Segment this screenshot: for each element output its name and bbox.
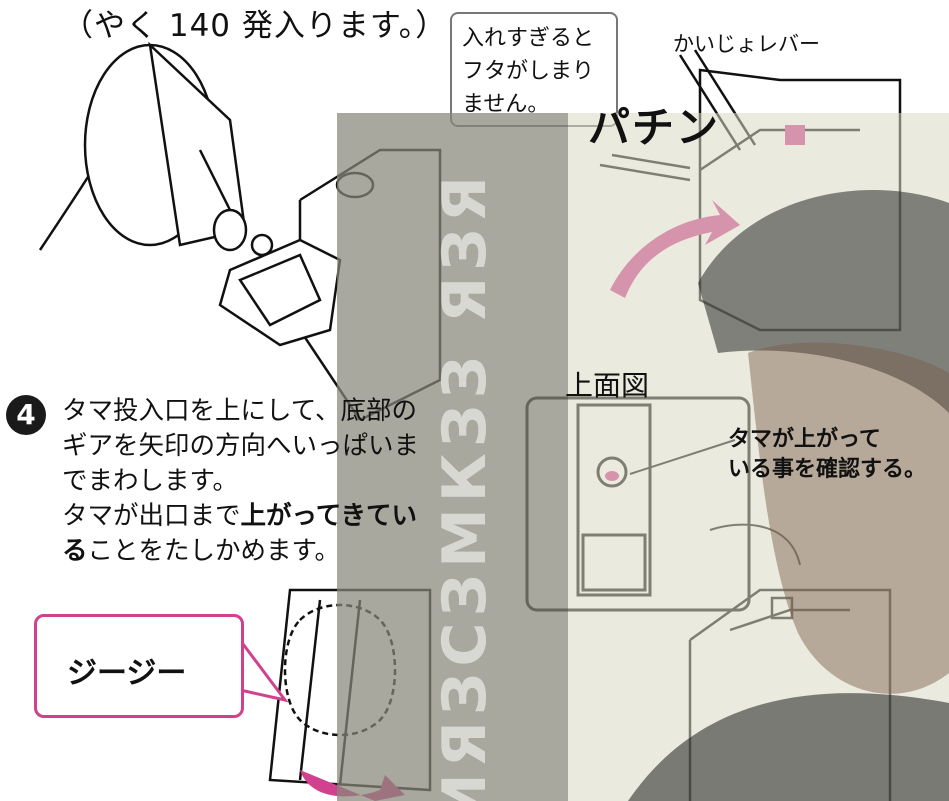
instruction-line: ることをたしかめます。: [62, 534, 532, 569]
overfill-warning-callout: 入れすぎると フタがしまり ません。: [450, 12, 618, 127]
jiji-pointer: [238, 639, 289, 703]
note-line: いる事を確認する。: [728, 457, 927, 482]
step-number-badge: 4: [6, 395, 46, 435]
helmet-shape: [698, 189, 949, 413]
instruction-emphasis: 上がってきてい: [240, 501, 417, 531]
capacity-caption: （やく 140 発入ります。）: [62, 8, 448, 44]
helmet-person-photo: [628, 189, 949, 801]
sound-effect-text: ジージー: [67, 656, 187, 691]
instruction-text: ことをたしかめます。: [87, 536, 340, 566]
instruction-line: タマが出口まで上がってきてい: [62, 499, 532, 534]
overlay-light-panel: [568, 113, 949, 801]
instruction-line: タマ投入口を上にして、底部の: [62, 396, 417, 426]
shoulder-shape: [628, 693, 949, 801]
instruction-text: タマが出口まで: [62, 501, 241, 531]
refill-bottle-illustration: [38, 41, 274, 257]
overlay-dark-panel: [337, 113, 568, 801]
instruction-line: でまわします。: [62, 466, 238, 496]
callout-line: 入れすぎると: [462, 26, 595, 51]
face-shape: [748, 342, 949, 694]
note-line: タマが上がって: [728, 427, 881, 452]
sound-effect-callout: ジージー: [34, 614, 244, 718]
callout-line: ません。: [462, 92, 550, 117]
instruction-emphasis: る: [62, 536, 88, 566]
step-instructions: タマ投入口を上にして、底部の ギアを矢印の方向へいっぱいま でまわします。 タマ…: [62, 394, 532, 569]
ball-check-note: タマが上がって いる事を確認する。: [728, 425, 926, 485]
snap-sound-label: パチン: [588, 103, 721, 152]
top-view-label: 上面図: [565, 369, 650, 402]
callout-line: フタがしまり: [462, 59, 595, 84]
instruction-line: ギアを矢印の方向へいっぱいま: [62, 431, 420, 461]
